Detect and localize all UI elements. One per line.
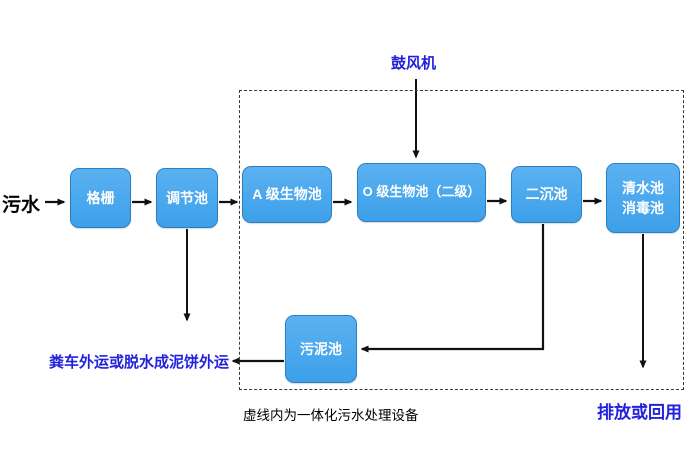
node-regulating-tank: 调节池 <box>156 168 218 228</box>
inflow-label: 污水 <box>2 195 41 216</box>
node-sludge-tank: 污泥池 <box>285 315 357 383</box>
integrated-equipment-boundary <box>239 90 684 390</box>
node-clean-water-tank: 清水池 消毒池 <box>606 163 680 233</box>
sludge-disposal-label: 粪车外运或脱水成泥饼外运 <box>49 354 230 371</box>
node-secondary-clarifier: 二沉池 <box>511 166 582 223</box>
node-a-bio-tank-label: A 级生物池 <box>252 186 322 203</box>
node-sludge-tank-label: 污泥池 <box>300 340 342 357</box>
node-o-bio-tank: O 级生物池（二级） <box>357 163 486 222</box>
arrow-clarifier-to-sludge <box>360 224 545 353</box>
enclosure-caption: 虚线内为一体化污水处理设备 <box>243 408 419 423</box>
node-clean-water-label-line2: 消毒池 <box>622 200 664 216</box>
discharge-label: 排放或回用 <box>597 403 682 422</box>
node-secondary-clarifier-label: 二沉池 <box>525 186 568 203</box>
node-a-bio-tank: A 级生物池 <box>242 166 332 223</box>
node-grid-label: 格栅 <box>86 189 115 206</box>
blower-label: 鼓风机 <box>391 55 437 72</box>
node-clean-water-label-line1: 清水池 <box>622 179 664 196</box>
node-o-bio-tank-label: O 级生物池（二级） <box>362 184 481 200</box>
node-grid: 格栅 <box>70 168 131 228</box>
node-regulating-tank-label: 调节池 <box>166 189 208 206</box>
